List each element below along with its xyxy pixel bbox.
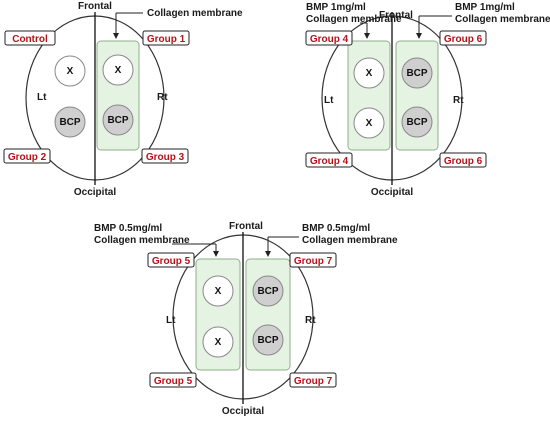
- svg-text:BCP: BCP: [59, 117, 80, 128]
- occipital-label: Occipital: [371, 187, 413, 198]
- svg-text:Group 4: Group 4: [310, 34, 349, 45]
- defect-empty-top-right: X: [102, 54, 134, 86]
- group-label-group-4-bottom: Group 4: [305, 152, 353, 168]
- svg-text:X: X: [115, 65, 122, 76]
- svg-text:Group 6: Group 6: [444, 34, 483, 45]
- frontal-label: Frontal: [229, 221, 263, 232]
- panel-bottom: Frontal Occipital Lt Rt BMP 0.5mg/ml Col…: [94, 221, 398, 417]
- occipital-label: Occipital: [222, 406, 264, 417]
- bmp-annotation-right-line1: BMP 0.5mg/ml: [302, 223, 370, 234]
- defect-empty-top-left: X: [353, 57, 385, 89]
- group-label-group-5-bottom: Group 5: [149, 372, 197, 388]
- group-label-group-7-bottom: Group 7: [289, 372, 337, 388]
- group-label-group-2: Group 2: [3, 148, 51, 164]
- defect-empty-top-left: X: [202, 275, 234, 307]
- svg-text:X: X: [215, 337, 222, 348]
- group-label-group-3: Group 3: [141, 148, 189, 164]
- defect-bcp-top-right: BCP: [252, 275, 284, 307]
- left-side-label: Lt: [37, 92, 47, 103]
- svg-text:Control: Control: [12, 34, 48, 45]
- bmp-annotation-left-line1: BMP 1mg/ml: [306, 2, 366, 13]
- right-side-label: Rt: [305, 315, 316, 326]
- svg-text:BCP: BCP: [406, 68, 427, 79]
- collagen-membrane-annotation: Collagen membrane: [147, 8, 243, 19]
- svg-text:X: X: [366, 68, 373, 79]
- defect-bcp-bottom-right: BCP: [252, 324, 284, 356]
- bmp-annotation-right-line2: Collagen membrane: [302, 235, 398, 246]
- bmp-annotation-right-line1: BMP 1mg/ml: [455, 2, 515, 13]
- panel-right: Frontal Occipital Lt Rt BMP 1mg/ml Colla…: [305, 2, 550, 198]
- frontal-label: Frontal: [379, 10, 413, 21]
- bmp-annotation-left-line2: Collagen membrane: [94, 235, 190, 246]
- defect-bcp-bottom-right: BCP: [102, 104, 134, 136]
- right-side-label: Rt: [157, 92, 168, 103]
- svg-text:Group 5: Group 5: [152, 256, 191, 267]
- frontal-label: Frontal: [78, 1, 112, 12]
- svg-text:Group 2: Group 2: [8, 152, 47, 163]
- group-label-group-6-top: Group 6: [439, 30, 487, 46]
- group-label-group-4-top: Group 4: [305, 30, 353, 46]
- defect-bcp-bottom-right: BCP: [401, 106, 433, 138]
- right-side-label: Rt: [453, 95, 464, 106]
- defect-bcp-top-right: BCP: [401, 57, 433, 89]
- svg-text:Group 7: Group 7: [294, 256, 333, 267]
- group-label-group-5-top: Group 5: [147, 252, 195, 268]
- svg-text:Group 7: Group 7: [294, 376, 333, 387]
- group-label-group-1: Group 1: [142, 30, 190, 46]
- group-label-control: Control: [4, 30, 56, 46]
- left-side-label: Lt: [166, 315, 176, 326]
- bmp-annotation-left-line1: BMP 0.5mg/ml: [94, 223, 162, 234]
- svg-text:BCP: BCP: [257, 335, 278, 346]
- occipital-label: Occipital: [74, 187, 116, 198]
- svg-text:Group 1: Group 1: [147, 34, 186, 45]
- svg-text:X: X: [366, 118, 373, 129]
- svg-text:Group 4: Group 4: [310, 156, 349, 167]
- group-label-group-6-bottom: Group 6: [439, 152, 487, 168]
- svg-text:Group 5: Group 5: [154, 376, 193, 387]
- panel-left: Frontal Occipital Lt Rt Collagen membran…: [3, 1, 243, 198]
- bmp-annotation-right-line2: Collagen membrane: [455, 14, 550, 25]
- defect-empty-bottom-left: X: [353, 107, 385, 139]
- svg-text:X: X: [67, 66, 74, 77]
- defect-empty-top-left: X: [54, 55, 86, 87]
- defect-bcp-bottom-left: BCP: [54, 106, 86, 138]
- svg-text:Group 6: Group 6: [444, 156, 483, 167]
- svg-text:BCP: BCP: [257, 286, 278, 297]
- svg-text:BCP: BCP: [107, 115, 128, 126]
- left-side-label: Lt: [324, 95, 334, 106]
- svg-text:X: X: [215, 286, 222, 297]
- svg-text:BCP: BCP: [406, 117, 427, 128]
- bmp-annotation-left-line2: Collagen membrane: [306, 14, 402, 25]
- defect-empty-bottom-left: X: [202, 326, 234, 358]
- group-label-group-7-top: Group 7: [289, 252, 337, 268]
- svg-text:Group 3: Group 3: [146, 152, 185, 163]
